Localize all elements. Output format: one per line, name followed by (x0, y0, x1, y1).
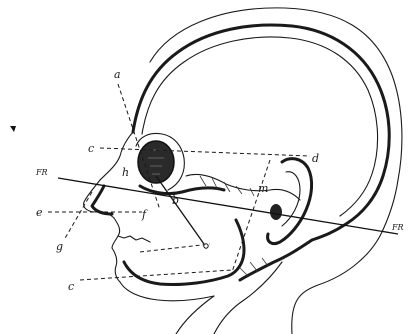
frankfort-plane-line (58, 178, 398, 234)
label-c-top: c (88, 142, 94, 155)
occipital-neck (240, 240, 312, 280)
lower-lip (112, 248, 120, 282)
label-g: g (56, 240, 63, 253)
label-a: a (114, 68, 121, 81)
label-b: b (172, 194, 179, 207)
label-h: h (122, 166, 129, 179)
point-gonion (204, 244, 208, 248)
stray-mark (10, 126, 16, 132)
label-c-bottom: c (68, 280, 74, 293)
ear-canal (270, 204, 282, 220)
upper-lip (112, 218, 120, 248)
label-fr-left: FR (35, 168, 48, 177)
neck-front (176, 296, 214, 334)
line-g (64, 192, 92, 240)
line-f-jaw (140, 244, 210, 252)
line-c-top (100, 148, 310, 156)
nasal-bone (92, 186, 112, 214)
line-c-bottom (80, 270, 232, 280)
label-fr-right: FR (391, 223, 404, 232)
label-e: e (36, 206, 43, 219)
line-vertical-ear (232, 160, 270, 272)
line-b (156, 176, 204, 244)
label-d: d (312, 152, 319, 165)
label-f: f (141, 208, 148, 221)
skull-base-hatching (200, 176, 254, 196)
neck-back (214, 262, 282, 334)
teeth-area (118, 236, 150, 242)
label-m: m (258, 182, 268, 195)
